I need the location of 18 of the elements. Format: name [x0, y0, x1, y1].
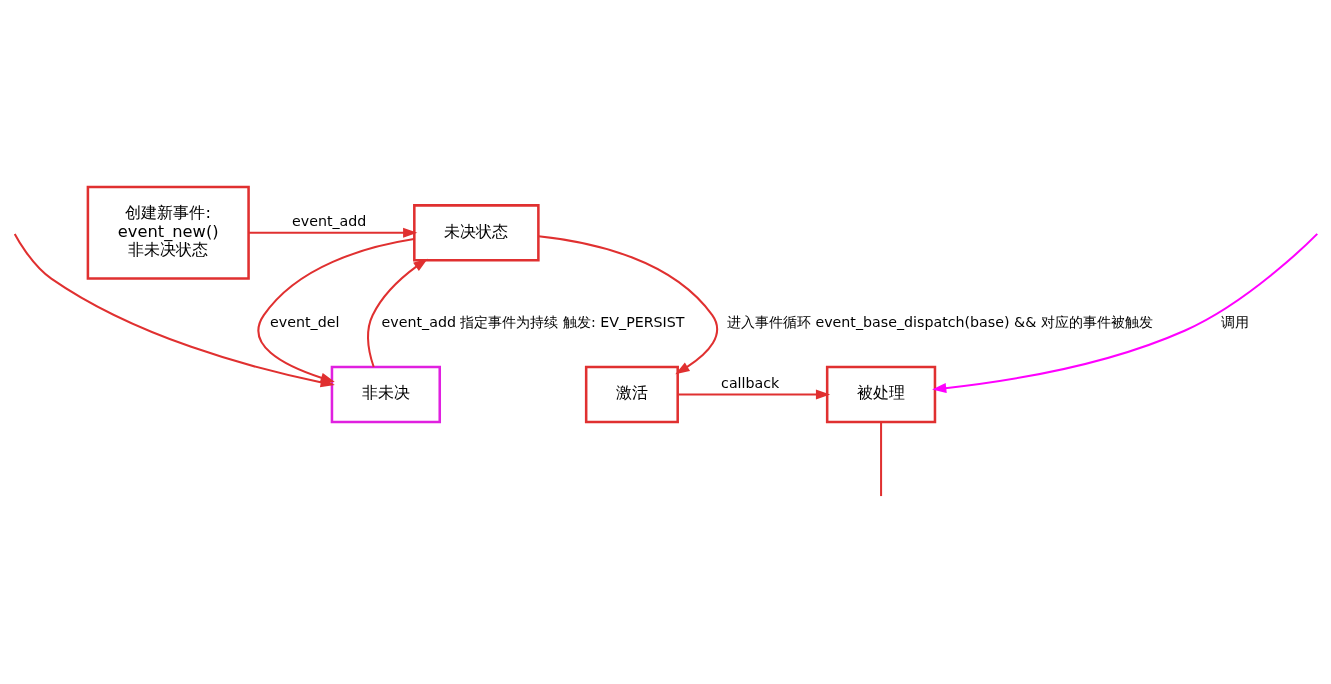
arrow — [248, 227, 417, 238]
arrow — [537, 235, 718, 375]
connector — [879, 422, 882, 497]
node-box: 创建新事件: event_new() 非未决状态 — [86, 185, 250, 280]
arrow — [931, 233, 1318, 394]
edge-label: 调用 — [1220, 313, 1249, 330]
arrow — [366, 258, 428, 368]
edge-label: event_add 指定事件为持续 触发: EV_PERSIST — [381, 313, 685, 330]
node-box: 激活 — [584, 365, 679, 424]
node-box: 被处理 — [825, 365, 936, 424]
edge-label: event_add — [291, 212, 366, 229]
edge-label: 进入事件循环 event_base_dispatch(base) && 对应的事件被触发 — [726, 313, 1153, 330]
edge-label: event_del — [269, 313, 339, 330]
node-box: 未决状态 — [412, 204, 540, 262]
edge-label: callback — [720, 374, 779, 391]
arrow — [257, 238, 414, 388]
arrow — [677, 389, 830, 400]
node-box: 非未决 — [330, 365, 441, 424]
